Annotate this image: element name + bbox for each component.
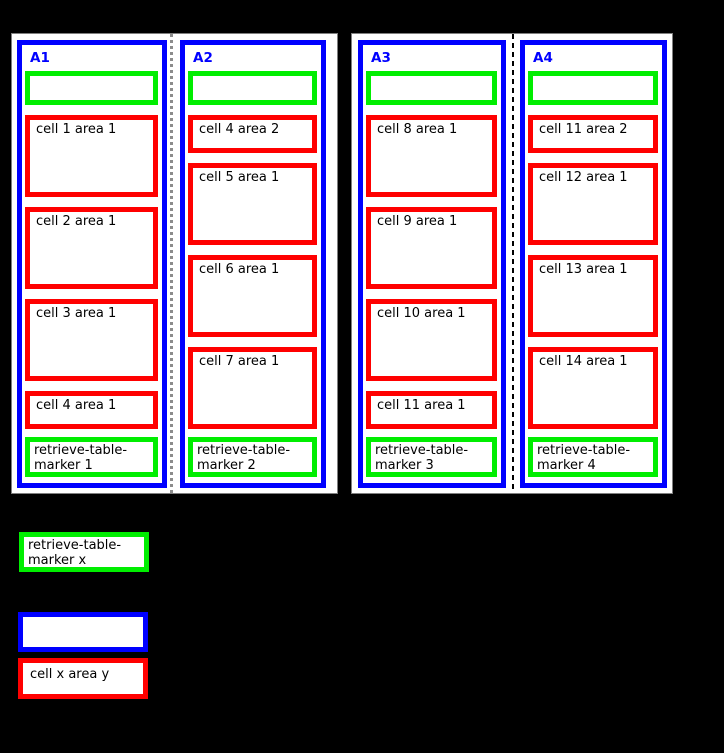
column-a3: A3 cell 8 area 1 cell 9 area 1 cell 10 a…: [358, 40, 506, 488]
column-a2-label: A2: [193, 50, 213, 66]
table-cell: cell 4 area 2: [188, 115, 317, 153]
table-cell: cell 12 area 1: [528, 163, 658, 245]
column-a3-label: A3: [371, 50, 391, 66]
table-cell: cell 5 area 1: [188, 163, 317, 245]
legend-area-frame: [18, 612, 148, 652]
marker-slot-a1: [25, 71, 158, 105]
legend-retrieve-table-marker: retrieve-table-marker x: [19, 532, 149, 572]
table-cell: cell 7 area 1: [188, 347, 317, 429]
column-a1-label: A1: [30, 50, 50, 66]
table-cell: cell 10 area 1: [366, 299, 497, 381]
table-cell: cell 1 area 1: [25, 115, 158, 197]
column-a2: A2 cell 4 area 2 cell 5 area 1 cell 6 ar…: [180, 40, 326, 488]
table-cell: cell 14 area 1: [528, 347, 658, 429]
marker-slot-a4: [528, 71, 658, 105]
marker-slot-a3: [366, 71, 497, 105]
column-a4-label: A4: [533, 50, 553, 66]
table-cell: cell 13 area 1: [528, 255, 658, 337]
retrieve-table-marker-2: retrieve-table-marker 2: [188, 437, 317, 477]
table-cell: cell 9 area 1: [366, 207, 497, 289]
column-a4: A4 cell 11 area 2 cell 12 area 1 cell 13…: [520, 40, 667, 488]
table-cell: cell 4 area 1: [25, 391, 158, 429]
panel-areas-1-2: A1 cell 1 area 1 cell 2 area 1 cell 3 ar…: [11, 33, 338, 494]
legend-cell: cell x area y: [18, 658, 148, 699]
panel-areas-3-4: A3 cell 8 area 1 cell 9 area 1 cell 10 a…: [351, 33, 673, 494]
retrieve-table-marker-1: retrieve-table-marker 1: [25, 437, 158, 477]
retrieve-table-marker-4: retrieve-table-marker 4: [528, 437, 658, 477]
divider-dotted-a1-a2: [170, 34, 173, 493]
column-a1: A1 cell 1 area 1 cell 2 area 1 cell 3 ar…: [17, 40, 167, 488]
table-cell: cell 8 area 1: [366, 115, 497, 197]
table-cell: cell 11 area 2: [528, 115, 658, 153]
table-cell: cell 11 area 1: [366, 391, 497, 429]
retrieve-table-marker-3: retrieve-table-marker 3: [366, 437, 497, 477]
table-cell: cell 6 area 1: [188, 255, 317, 337]
divider-dashed-a3-a4: [512, 34, 514, 493]
table-cell: cell 3 area 1: [25, 299, 158, 381]
table-cell: cell 2 area 1: [25, 207, 158, 289]
marker-slot-a2: [188, 71, 317, 105]
